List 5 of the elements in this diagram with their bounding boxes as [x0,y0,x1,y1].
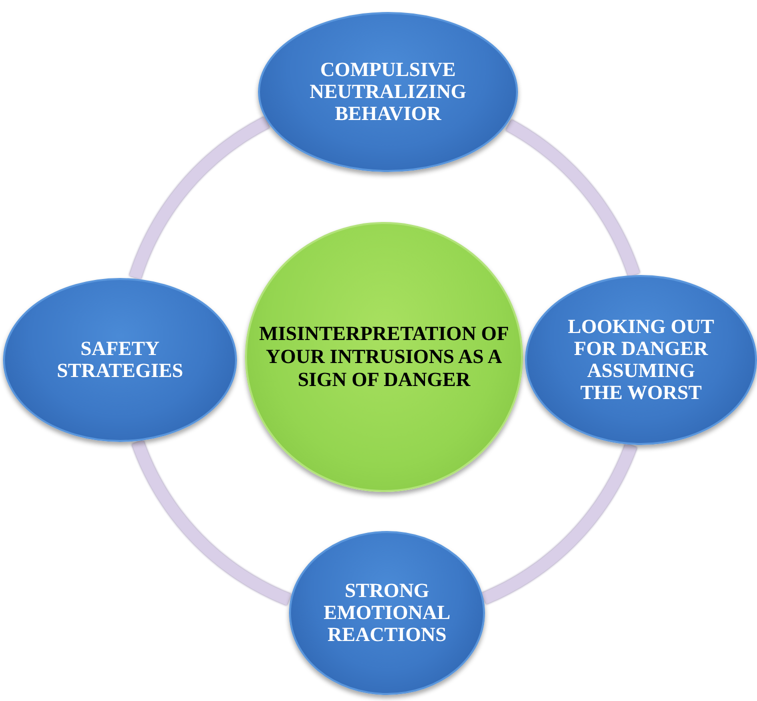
node-label: SAFETY STRATEGIES [56,338,184,382]
node-label: LOOKING OUT FOR DANGER ASSUMING THE WORST [566,316,716,404]
node-label: COMPULSIVE NEUTRALIZING BEHAVIOR [308,59,468,125]
node-label: MISINTERPRETATION OF YOUR INTRUSIONS AS A SIGN OF DANGER [258,322,510,392]
node-label: STRONG EMOTIONAL REACTIONS [322,580,452,646]
